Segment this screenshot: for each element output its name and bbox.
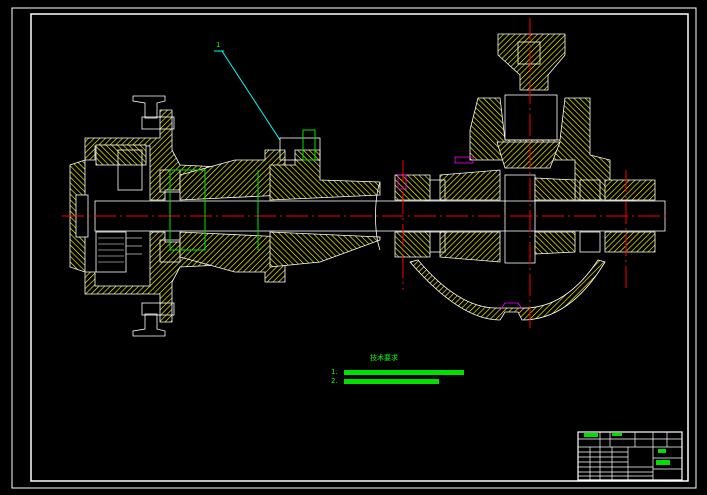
tech-req-number: 2. — [331, 377, 338, 385]
tech-req-heading: 技术要求 — [370, 354, 398, 362]
outer-frame — [11, 7, 697, 489]
tech-req-number: 1. — [331, 368, 338, 376]
differential-assembly — [394, 33, 656, 321]
illegible-text-line — [343, 369, 464, 375]
title-block — [577, 431, 683, 481]
callout-leader — [221, 50, 281, 141]
tech-req-item-2: 2. — [331, 377, 439, 385]
callout-label: 1 — [216, 41, 221, 49]
tech-req-item-1: 1. — [331, 368, 464, 376]
inner-frame — [30, 13, 689, 482]
dimension-lines — [169, 129, 316, 251]
centerlines — [62, 18, 670, 330]
illegible-text-line — [343, 378, 439, 384]
hub-assembly — [69, 95, 666, 337]
